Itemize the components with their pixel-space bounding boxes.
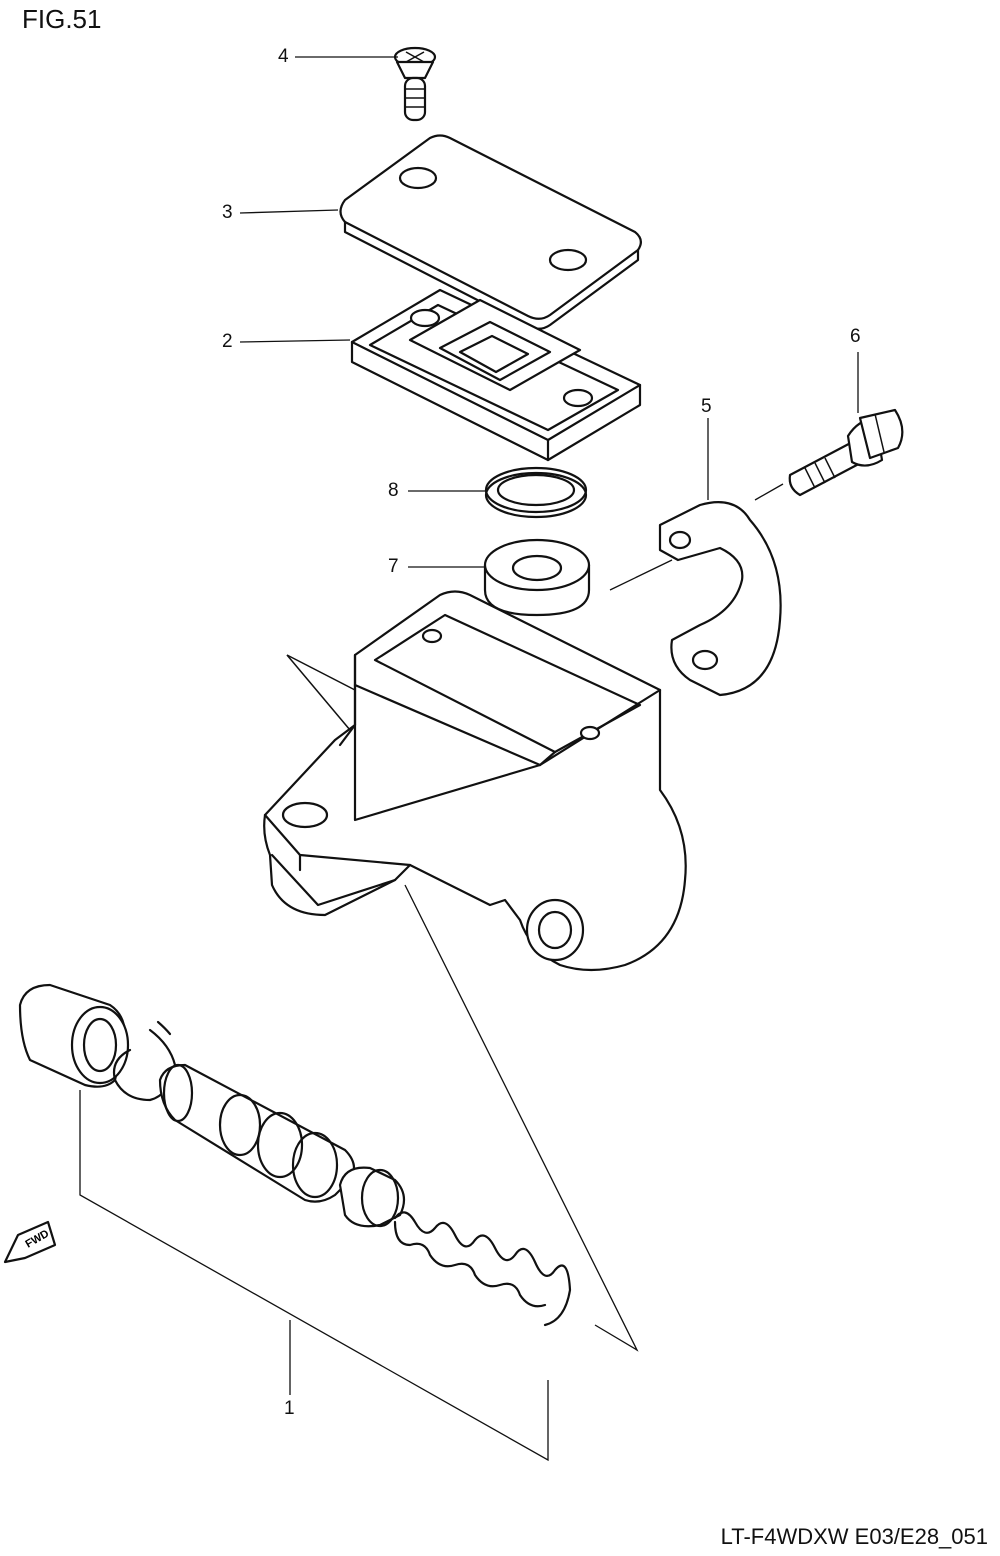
fwd-arrow-icon: FWD [3, 1220, 57, 1264]
callout-8: 8 [388, 480, 399, 501]
callout-3: 3 [222, 202, 233, 223]
part-1-piston-kit [18, 884, 639, 1462]
part-3-cap [339, 134, 642, 330]
leader-lines [239, 56, 859, 591]
master-cylinder-body [263, 590, 687, 972]
callout-6: 6 [850, 326, 861, 347]
part-2-diaphragm [350, 288, 642, 462]
part-7-bushing [483, 538, 591, 617]
part-4-screw [393, 46, 437, 122]
callout-1: 1 [284, 1398, 295, 1419]
part-8-plate [484, 466, 588, 519]
part-5-clamp [658, 501, 782, 697]
part-6-bolt [788, 408, 904, 497]
callout-2: 2 [222, 331, 233, 352]
callout-5: 5 [701, 396, 712, 417]
diagram-code: LT-F4WDXW E03/E28_051 [720, 1524, 988, 1549]
callout-7: 7 [388, 556, 399, 577]
callout-4: 4 [278, 46, 289, 67]
figure-title: FIG.51 [22, 4, 102, 34]
